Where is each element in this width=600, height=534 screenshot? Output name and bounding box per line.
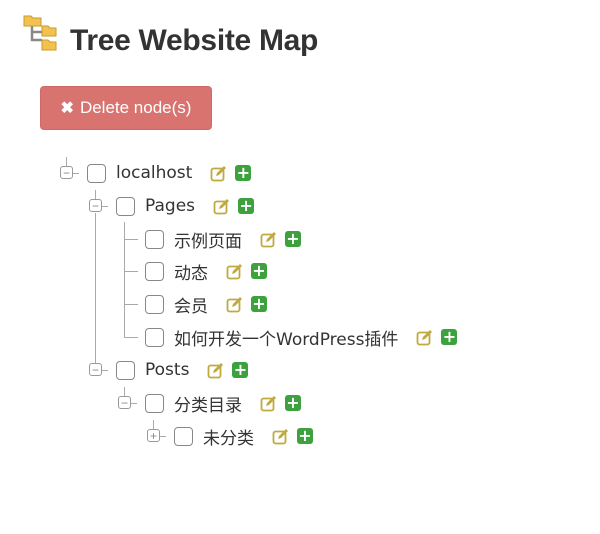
- node-label[interactable]: 会员: [174, 296, 208, 317]
- node-checkbox[interactable]: [116, 360, 135, 380]
- node-checkbox[interactable]: [145, 261, 164, 281]
- tree-node: 如何开发一个WordPress插件 +: [145, 325, 458, 350]
- delete-nodes-label: Delete node(s): [79, 98, 192, 117]
- tree-node: 示例页面 +: [145, 227, 301, 252]
- edit-icon[interactable]: [226, 263, 243, 280]
- plus-icon: +: [286, 393, 300, 412]
- tree-node: localhost +: [87, 161, 252, 185]
- node-label[interactable]: Pages: [145, 196, 196, 216]
- edit-icon[interactable]: [260, 395, 277, 412]
- tree-node: 未分类 +: [174, 424, 313, 449]
- tree-connector: [73, 173, 79, 174]
- node-checkbox[interactable]: [87, 163, 106, 183]
- plus-icon: +: [298, 426, 312, 445]
- folder-tree-icon: [23, 15, 57, 51]
- tree-node: Posts +: [116, 358, 249, 382]
- plus-icon: +: [239, 196, 253, 215]
- plus-icon: +: [252, 294, 266, 313]
- page-title: Tree Website Map: [70, 24, 319, 57]
- tree-connector: [95, 190, 96, 199]
- collapse-toggle[interactable]: −: [89, 363, 102, 376]
- collapse-toggle[interactable]: −: [89, 199, 102, 212]
- node-label[interactable]: localhost: [116, 163, 193, 183]
- close-icon: ✖: [60, 100, 74, 117]
- node-label[interactable]: 未分类: [203, 428, 254, 449]
- edit-icon[interactable]: [260, 231, 277, 248]
- node-checkbox[interactable]: [145, 229, 164, 249]
- add-node-button[interactable]: +: [232, 360, 249, 379]
- tree-connector: [160, 436, 166, 437]
- node-checkbox[interactable]: [145, 327, 164, 347]
- collapse-toggle[interactable]: −: [60, 166, 73, 179]
- tree-connector: [124, 222, 125, 338]
- node-checkbox[interactable]: [116, 196, 135, 216]
- node-checkbox[interactable]: [174, 426, 193, 446]
- tree-node: 动态 +: [145, 259, 267, 284]
- add-node-button[interactable]: +: [251, 296, 267, 312]
- tree-connector: [102, 206, 108, 207]
- tree-connector: [124, 387, 125, 396]
- edit-icon[interactable]: [210, 165, 227, 182]
- edit-icon[interactable]: [272, 428, 289, 445]
- add-node-button[interactable]: +: [238, 196, 255, 215]
- tree-connector: [95, 213, 96, 363]
- delete-nodes-button[interactable]: ✖ Delete node(s): [40, 86, 212, 130]
- tree-connector: [66, 157, 67, 166]
- add-node-button[interactable]: +: [251, 263, 267, 279]
- edit-icon[interactable]: [213, 198, 230, 215]
- tree-node: 分类目录 +: [145, 391, 301, 416]
- tree-connector: [102, 370, 108, 371]
- edit-icon[interactable]: [226, 296, 243, 313]
- node-label[interactable]: 如何开发一个WordPress插件: [174, 329, 399, 350]
- plus-icon: +: [442, 327, 457, 346]
- plus-icon: +: [252, 261, 266, 280]
- collapse-toggle[interactable]: −: [118, 396, 131, 409]
- add-node-button[interactable]: +: [285, 231, 301, 247]
- plus-icon: +: [286, 229, 300, 248]
- add-node-button[interactable]: +: [285, 395, 301, 411]
- node-label[interactable]: Posts: [145, 360, 190, 380]
- tree-connector: [124, 239, 138, 240]
- node-label[interactable]: 动态: [174, 263, 208, 284]
- tree-node: Pages +: [116, 194, 255, 218]
- expand-toggle[interactable]: +: [147, 429, 160, 442]
- node-label[interactable]: 示例页面: [174, 231, 242, 252]
- add-node-button[interactable]: +: [235, 163, 252, 182]
- tree-connector: [124, 337, 138, 338]
- add-node-button[interactable]: +: [441, 327, 458, 346]
- node-checkbox[interactable]: [145, 393, 164, 413]
- tree-connector: [153, 420, 154, 429]
- edit-icon[interactable]: [416, 329, 433, 346]
- tree-connector: [131, 403, 137, 404]
- tree-node: 会员 +: [145, 292, 267, 317]
- tree-connector: [124, 304, 138, 305]
- node-checkbox[interactable]: [145, 294, 164, 314]
- edit-icon[interactable]: [207, 362, 224, 379]
- plus-icon: +: [236, 163, 251, 182]
- plus-icon: +: [233, 360, 248, 379]
- node-label[interactable]: 分类目录: [174, 395, 242, 416]
- tree-connector: [124, 271, 138, 272]
- add-node-button[interactable]: +: [297, 428, 313, 444]
